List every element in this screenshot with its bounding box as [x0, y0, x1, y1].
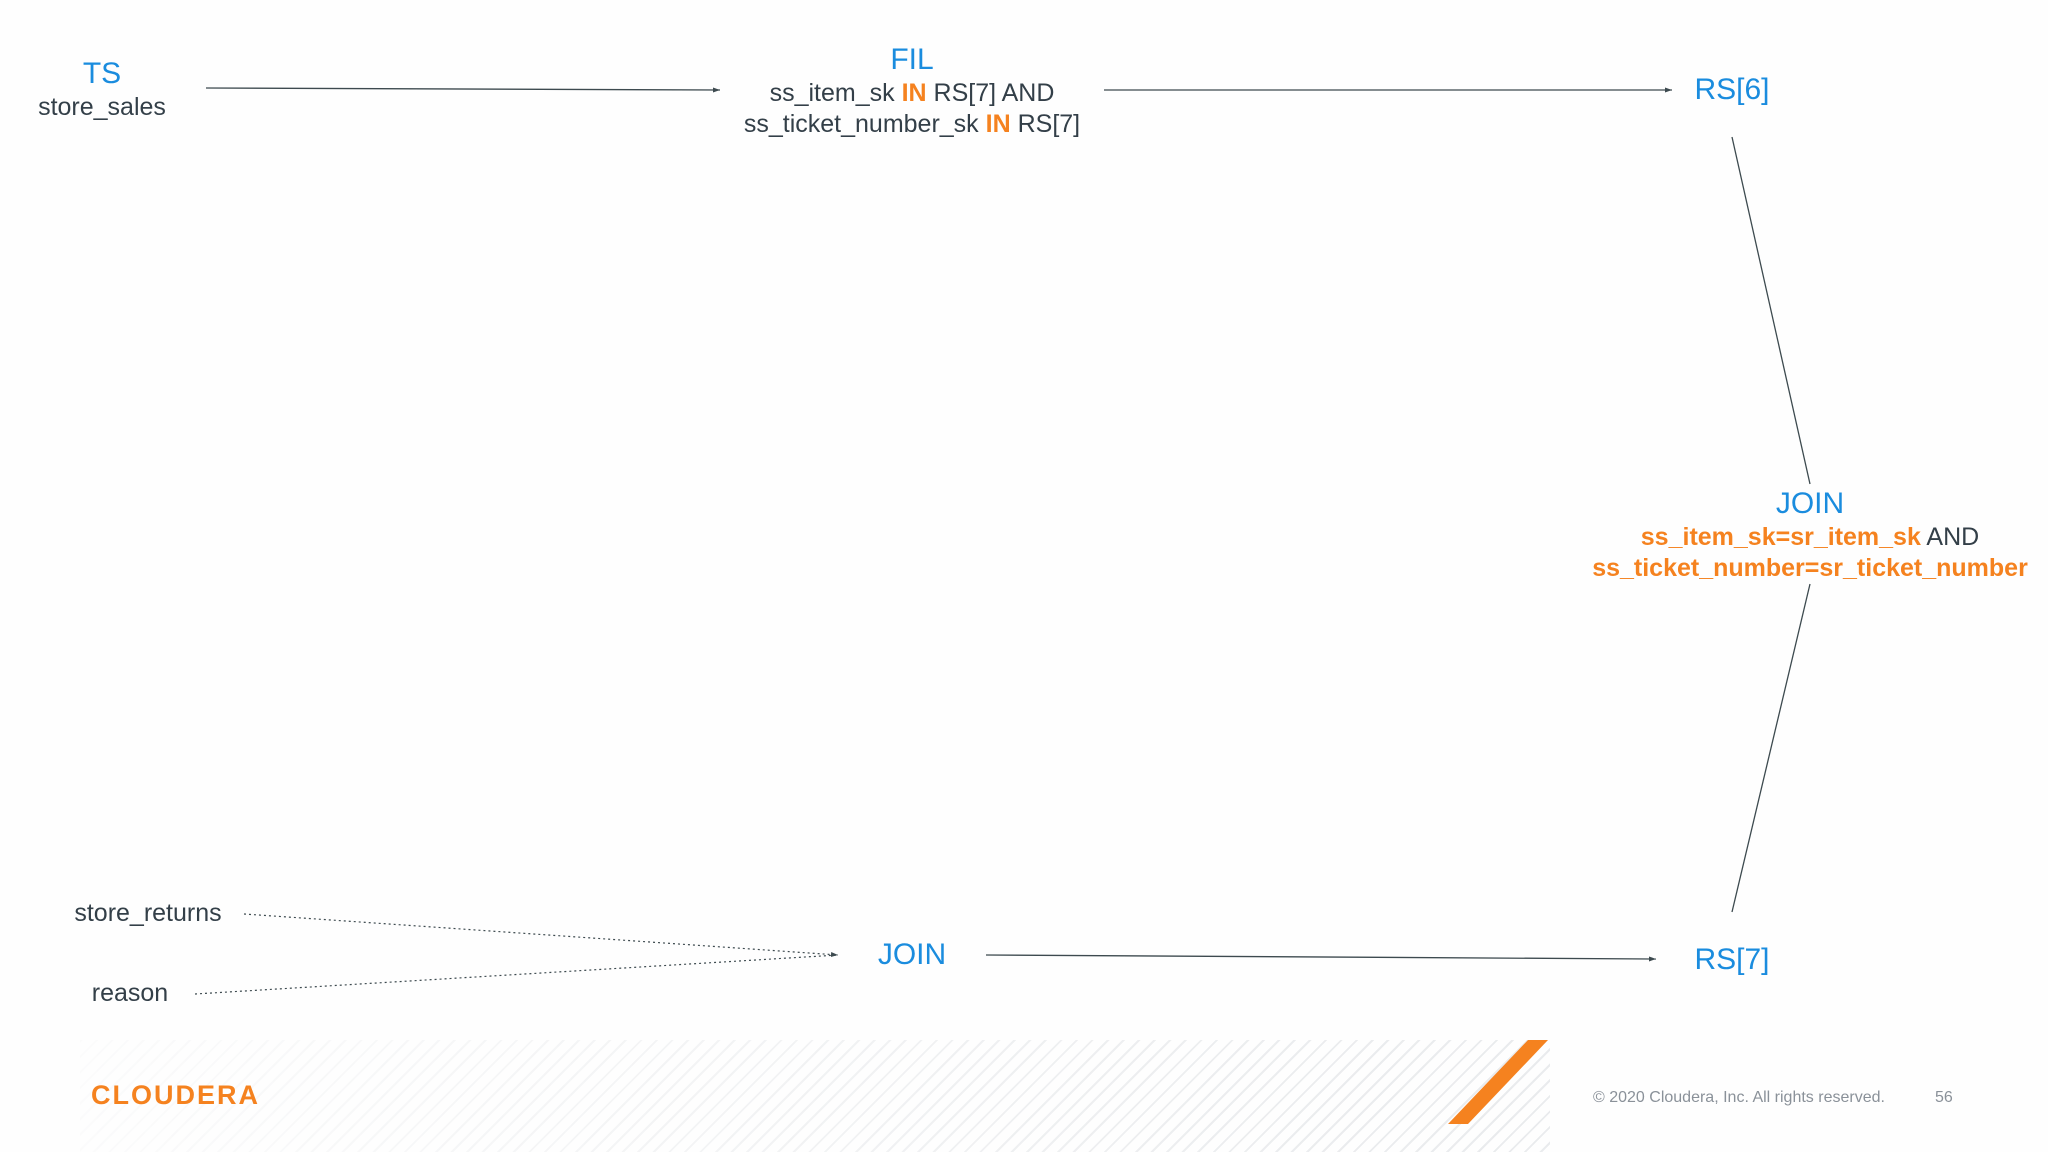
fil-cond2-right: RS[7]: [1010, 110, 1081, 138]
node-fil-condition-line-2: ss_ticket_number_sk IN RS[7]: [712, 109, 1112, 140]
node-rs6: RS[6]: [1672, 72, 1792, 108]
cloudera-logo: CLOUDERA: [91, 1080, 260, 1110]
edge-rs6-to-join: [1731, 136, 1811, 485]
node-fil-operator: FIL: [890, 43, 934, 76]
fil-cond2-left: ss_ticket_number_sk: [743, 110, 986, 138]
node-join-top: JOIN ss_item_sk=sr_item_sk AND ss_ticket…: [1590, 486, 2030, 584]
join-cond-item: ss_item_sk=sr_item_sk: [1640, 523, 1921, 551]
node-reason-label: reason: [91, 979, 169, 1007]
node-reason: reason: [70, 978, 190, 1009]
node-fil: FIL ss_item_sk IN RS[7] AND ss_ticket_nu…: [712, 42, 1112, 140]
node-join-top-operator: JOIN: [1775, 487, 1845, 520]
node-store-returns: store_returns: [58, 898, 238, 929]
edge-rs7-to-join: [1731, 583, 1811, 913]
page-number: 56: [1935, 1089, 1953, 1106]
edge-store-returns-to-join: [243, 913, 839, 958]
node-ts-operator: TS: [82, 57, 122, 90]
node-rs6-operator: RS[6]: [1694, 73, 1770, 106]
edge-ts-to-fil: [205, 87, 721, 93]
join-cond-and: AND: [1920, 523, 1980, 551]
node-join-top-condition-line-2: ss_ticket_number=sr_ticket_number: [1592, 554, 2028, 582]
footer-stripe-decoration: [80, 1040, 1550, 1152]
copyright-text: © 2020 Cloudera, Inc. All rights reserve…: [1593, 1089, 1885, 1106]
fil-cond1-right: RS[7] AND: [926, 79, 1055, 107]
node-rs7-operator: RS[7]: [1694, 943, 1770, 976]
node-ts-table: store_sales: [38, 93, 166, 121]
fil-cond1-keyword: IN: [901, 79, 927, 107]
fil-cond2-keyword: IN: [985, 110, 1011, 138]
edge-reason-to-join: [194, 954, 839, 995]
node-join-top-condition-line-1: ss_item_sk=sr_item_sk AND: [1590, 522, 2030, 553]
edge-join-to-rs7: [985, 954, 1657, 962]
node-store-returns-label: store_returns: [74, 899, 222, 927]
fil-cond1-left: ss_item_sk: [769, 79, 902, 107]
node-fil-condition-line-1: ss_item_sk IN RS[7] AND: [712, 78, 1112, 109]
node-ts: TS store_sales: [22, 56, 182, 123]
node-join-bottom-operator: JOIN: [877, 938, 947, 971]
node-join-bottom: JOIN: [852, 937, 972, 973]
node-rs7: RS[7]: [1672, 942, 1792, 978]
